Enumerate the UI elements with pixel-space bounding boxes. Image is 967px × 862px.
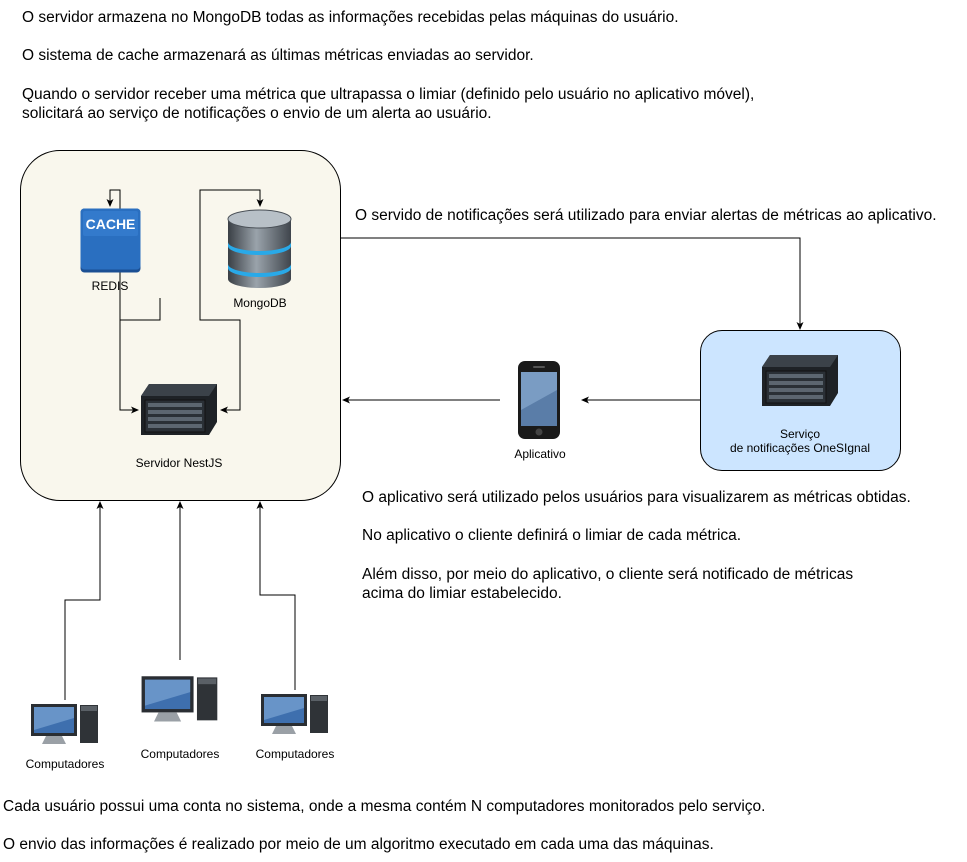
note-cache: O sistema de cache armazenará as últimas…	[22, 47, 534, 64]
server-label: Servidor NestJS	[135, 456, 223, 470]
note-app-notify-line-1: Além disso, por meio do aplicativo, o cl…	[362, 566, 854, 583]
note-app-threshold: No aplicativo o cliente definirá o limia…	[362, 527, 742, 544]
computer-icon	[30, 702, 100, 748]
redis-label: REDIS	[91, 279, 129, 293]
computer-icon	[260, 692, 330, 738]
smartphone-icon	[517, 360, 561, 440]
computer-label-2: Computadores	[140, 747, 220, 761]
edge-server-notification	[341, 237, 804, 330]
note-app-usage: O aplicativo será utilizado pelos usuári…	[362, 489, 911, 506]
note-app-notify-line-2: acima do limiar estabelecido.	[362, 585, 562, 602]
note-threshold-line-2: solicitará ao serviço de notificações o …	[22, 105, 492, 122]
computer-icon	[140, 674, 220, 726]
edge-mongodb-server	[199, 298, 241, 414]
note-notification-service: O servido de notificações será utilizado…	[355, 207, 937, 224]
notification-server-icon	[760, 353, 840, 408]
edge-server-mongodb	[199, 189, 264, 298]
server-icon	[139, 382, 219, 437]
edge-cache-to-server	[119, 320, 139, 414]
edge-computer1-server	[64, 501, 104, 700]
note-threshold-line-1: Quando o servidor receber uma métrica qu…	[22, 86, 755, 103]
database-icon	[226, 209, 293, 289]
note-data-sending: O envio das informações é realizado por …	[3, 836, 714, 853]
notification-label-line-2: de notificações OneSIgnal	[729, 441, 871, 455]
notification-label-line-1: Serviço	[779, 427, 820, 441]
app-label: Aplicativo	[514, 447, 566, 461]
note-mongodb-storage: O servidor armazena no MongoDB todas as …	[22, 9, 679, 26]
computer-label-1: Computadores	[25, 757, 105, 771]
edge-computer3-server	[256, 501, 296, 690]
cache-icon-text: CACHE	[85, 216, 136, 232]
mongodb-label: MongoDB	[233, 296, 287, 310]
server-container	[20, 150, 341, 501]
computer-label-3: Computadores	[255, 747, 335, 761]
cache-icon	[80, 208, 141, 273]
note-user-account: Cada usuário possui uma conta no sistema…	[3, 798, 766, 815]
